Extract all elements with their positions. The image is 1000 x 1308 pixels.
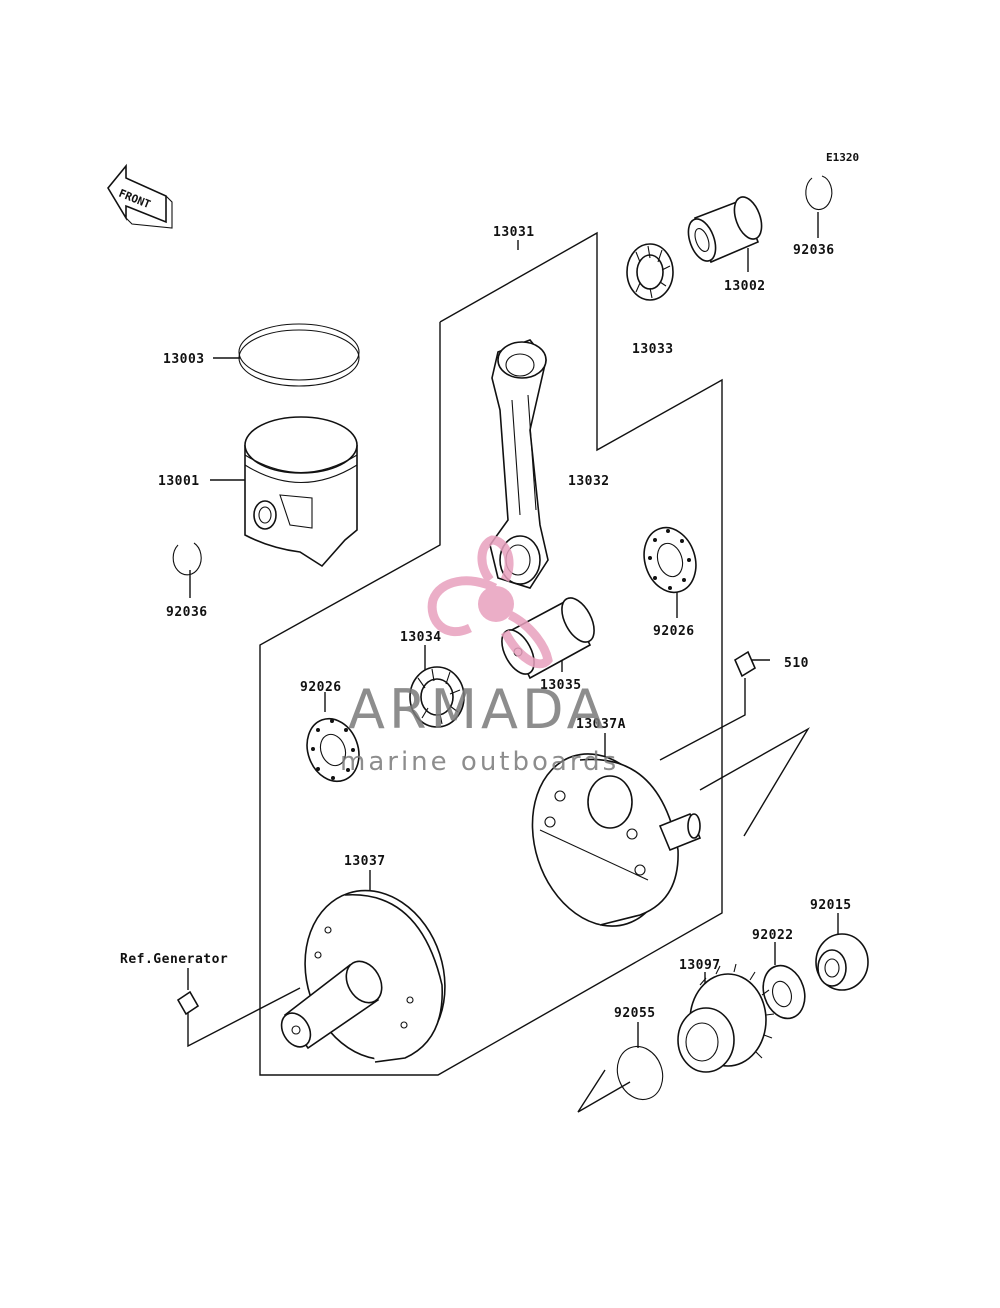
label-13001: 13001 <box>158 474 200 489</box>
label-92022: 92022 <box>752 928 794 943</box>
generator-key-part <box>176 990 200 1016</box>
label-92026-right: 92026 <box>653 624 695 639</box>
circlip-right-part <box>805 175 833 211</box>
crankshaft-right-part <box>531 753 702 927</box>
circlip-left-part <box>172 542 202 576</box>
label-13031: 13031 <box>493 225 535 240</box>
o-ring-part <box>616 1045 664 1101</box>
piston-part <box>244 416 358 568</box>
thrust-washer-left-part <box>306 717 360 783</box>
propeller-logo-icon <box>427 535 553 669</box>
label-13034: 13034 <box>400 630 442 645</box>
needle-bearing-small-part <box>626 243 674 301</box>
thrust-washer-right-part <box>643 526 697 594</box>
label-92036-left: 92036 <box>166 605 208 620</box>
label-13035: 13035 <box>540 678 582 693</box>
washer-part <box>762 964 806 1020</box>
label-13002: 13002 <box>724 279 766 294</box>
watermark-tagline: marine outboards <box>340 747 619 777</box>
front-arrow-icon: FRONT <box>107 163 173 229</box>
label-92055: 92055 <box>614 1006 656 1021</box>
label-92015: 92015 <box>810 898 852 913</box>
label-13037A: 13037A <box>576 717 626 732</box>
propeller-hub-icon <box>478 586 514 622</box>
label-92036-right: 92036 <box>793 243 835 258</box>
piston-ring-part <box>238 323 360 387</box>
crank-gear-part <box>677 963 775 1073</box>
label-13033: 13033 <box>632 342 674 357</box>
armada-watermark: ARMADA marine outboards <box>340 535 619 777</box>
label-13037: 13037 <box>344 854 386 869</box>
connecting-rod-part <box>489 339 549 589</box>
watermark-brand: ARMADA <box>348 678 608 741</box>
crankshaft-left-part <box>280 889 446 1063</box>
needle-bearing-large-part <box>409 666 465 728</box>
part-labels: 13031 13003 13001 92036 13033 13002 9203… <box>120 225 852 1021</box>
woodruff-key-part <box>733 650 757 678</box>
label-13032: 13032 <box>568 474 610 489</box>
label-13003: 13003 <box>163 352 205 367</box>
leader-lines <box>187 212 839 1113</box>
piston-pin-part <box>687 196 763 264</box>
diagram-code: E1320 <box>826 151 859 164</box>
label-510: 510 <box>784 656 809 671</box>
label-ref-generator: Ref.Generator <box>120 952 228 967</box>
label-13097: 13097 <box>679 958 721 973</box>
flange-nut-part <box>815 933 869 991</box>
label-92026-left: 92026 <box>300 680 342 695</box>
